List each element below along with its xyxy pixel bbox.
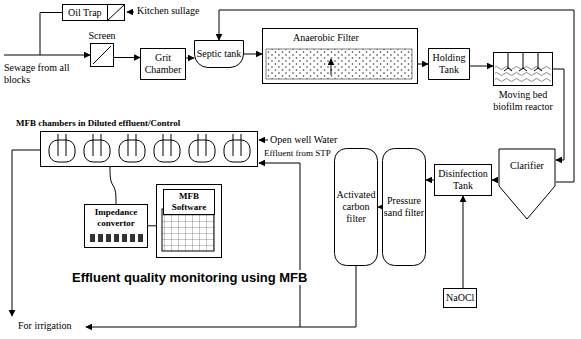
node-text: Clarifier xyxy=(498,148,556,172)
flow-label: For irrigation xyxy=(18,320,72,332)
septic-tank: Septic tank xyxy=(194,40,244,68)
flow-label: Effluent from STP xyxy=(264,148,331,159)
reactor-media xyxy=(494,53,552,85)
effluent-line xyxy=(259,163,300,327)
mfb-chamber-array: MFB chambers in Diluted effluent/Control xyxy=(16,118,258,167)
flow-label: Effluent quality monitoring using MFB xyxy=(70,270,309,285)
inflow-arrow xyxy=(127,12,134,13)
node-text: Moving bed biofilm reactor xyxy=(486,89,560,113)
holding-tank: Holding Tank xyxy=(428,48,470,80)
node-text: Screen xyxy=(86,30,118,42)
filter-vessel: Pressure sand filter xyxy=(382,148,426,266)
flow-connector xyxy=(114,57,140,58)
flow-connector xyxy=(244,54,262,55)
filter-vessel: Activated carbon filter xyxy=(334,148,378,266)
flow-connector xyxy=(492,180,498,181)
flow-connector xyxy=(110,167,116,204)
well-water-line xyxy=(259,140,268,141)
dosing-box: NaOCl xyxy=(443,288,477,308)
node-text: Holding Tank xyxy=(431,52,467,76)
node-text: NaOCl xyxy=(446,292,474,304)
node-text: Disinfection Tank xyxy=(437,168,489,192)
oil-trap-box: Oil Trap xyxy=(62,4,125,21)
clarifier-tank: Clarifier xyxy=(498,148,556,220)
node-text: Activated carbon filter xyxy=(334,189,378,225)
node-text: Grit Chamber xyxy=(143,52,183,76)
computer-monitor: MFB Software xyxy=(156,184,222,258)
flow-connector xyxy=(378,207,382,208)
screen-bar xyxy=(91,44,113,66)
clarifier-outline xyxy=(498,148,556,220)
flow-connector xyxy=(470,66,493,67)
screen-mesh xyxy=(90,43,114,67)
node-text: Pressure sand filter xyxy=(382,195,426,219)
screen-box: Screen xyxy=(86,30,118,67)
flow-connector xyxy=(463,196,464,288)
node-text: MFB Software xyxy=(163,189,215,215)
chamber-rack xyxy=(40,131,258,167)
impedance-convertor: Impedance convertor xyxy=(84,204,148,248)
oil-trap-mesh xyxy=(107,5,124,20)
anaerobic-filter: Anaerobic Filter xyxy=(262,28,418,84)
disinfection-tank: Disinfection Tank xyxy=(434,164,492,196)
chamber-cells xyxy=(41,132,257,166)
flow-connector xyxy=(186,58,194,59)
flow-connector xyxy=(148,225,156,226)
node-text: Anaerobic Filter xyxy=(263,32,417,44)
outflow-line xyxy=(12,150,40,316)
flow-connector xyxy=(418,64,428,65)
node-text: MFB chambers in Diluted effluent/Control xyxy=(16,118,258,129)
node-text: Septic tank xyxy=(197,48,242,60)
connector-pins xyxy=(87,231,145,245)
flow-connector xyxy=(426,180,434,181)
mbbr-reactor: Moving bed biofilm reactor xyxy=(486,52,560,113)
flow-connector xyxy=(553,69,564,160)
node-text: Oil Trap xyxy=(63,5,107,20)
flow-label: Sewage from all blocks xyxy=(4,62,74,86)
flow-label: Open well Water xyxy=(270,134,337,146)
reactor-tank xyxy=(493,52,553,86)
sewage-inlet-line xyxy=(4,55,40,56)
flow-label: Kitchen sullage xyxy=(137,5,199,17)
node-text: Impedance convertor xyxy=(87,207,145,229)
grit-chamber-box: Grit Chamber xyxy=(140,48,186,80)
